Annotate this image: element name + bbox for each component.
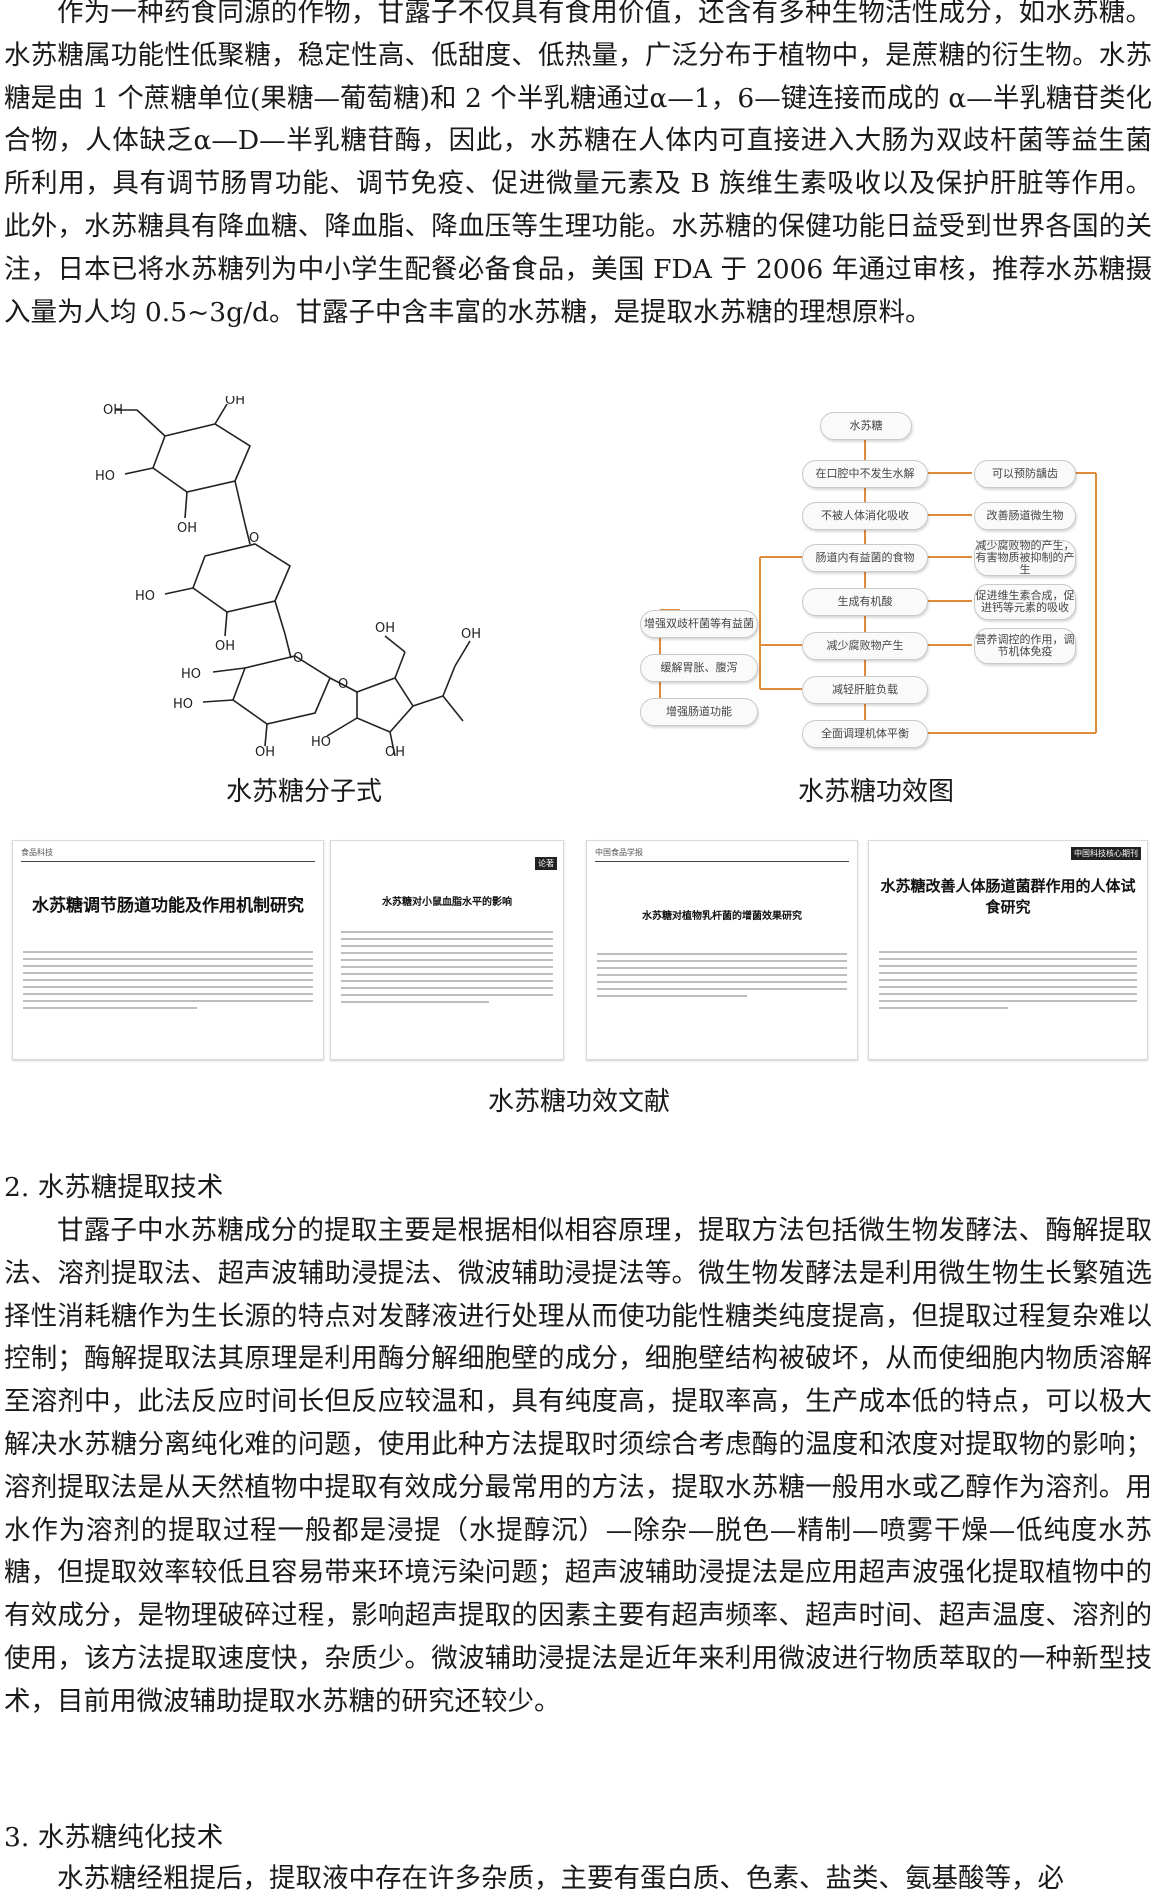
stachyose-effect-flowchart: 水苏糖 在口腔中不发生水解 不被人体消化吸收 肠道内有益菌的食物 生成有机酸 减…: [640, 410, 1110, 760]
o-label: O: [293, 651, 303, 666]
flow-node-1: 在口腔中不发生水解: [802, 460, 928, 488]
paper-thumbnail: 论著 水苏糖对小鼠血脂水平的影响: [330, 840, 564, 1060]
paper-thumbnail: 中国科技核心期刊 水苏糖改善人体肠道菌群作用的人体试食研究: [868, 840, 1148, 1060]
oh-label: OH: [461, 627, 481, 642]
flowchart-connectors: [659, 438, 1097, 734]
oh-label: OH: [375, 621, 395, 636]
flow-node-3: 肠道内有益菌的食物: [802, 544, 928, 572]
oh-label: OH: [103, 403, 123, 418]
paper-journal: 食品科技: [21, 847, 315, 862]
paper-text-lines: [879, 951, 1137, 1014]
paper-title: 水苏糖对植物乳杆菌的增菌效果研究: [642, 911, 802, 922]
flow-node-r3: 减少腐败物的产生，有害物质被抑制的产生: [974, 539, 1076, 576]
flow-node-6: 减轻肝脏负载: [802, 676, 928, 704]
flow-node-5: 减少腐败物产生: [802, 632, 928, 660]
paper-text-lines: [597, 953, 847, 1002]
oh-label: OH: [215, 639, 235, 654]
oh-label: OH: [385, 745, 405, 756]
ho-label: HO: [173, 697, 193, 712]
ho-label: HO: [135, 589, 155, 604]
flow-node-4: 生成有机酸: [802, 588, 928, 616]
flow-node-r4: 促进维生素合成，促进钙等元素的吸收: [974, 584, 1076, 620]
oh-label: OH: [177, 521, 197, 536]
paper-thumbnail: 食品科技 水苏糖调节肠道功能及作用机制研究: [12, 840, 324, 1060]
section2-heading: 2. 水苏糖提取技术: [4, 1172, 224, 1203]
flow-node-7: 全面调理机体平衡: [802, 720, 928, 748]
paper-journal: 中国科技核心期刊: [1071, 847, 1141, 860]
flow-caption: 水苏糖功效图: [798, 777, 955, 807]
section3-paragraph: 水苏糖经粗提后，提取液中存在许多杂质，主要有蛋白质、色素、盐类、氨基酸等，必: [57, 1863, 1064, 1894]
oh-label: OH: [255, 745, 275, 756]
section3-heading: 3. 水苏糖纯化技术: [4, 1822, 224, 1853]
ho-label: HO: [311, 735, 331, 750]
paper-text-lines: [341, 931, 553, 1008]
flow-node-root: 水苏糖: [820, 412, 912, 440]
paper-title: 水苏糖调节肠道功能及作用机制研究: [32, 896, 304, 916]
intro-paragraph: 作为一种药食同源的作物，甘露子不仅具有食用价值，还含有多种生物活性成分，如水苏糖…: [4, 0, 1152, 328]
flow-node-l3: 增强肠道功能: [640, 698, 758, 726]
paper-title: 水苏糖改善人体肠道菌群作用的人体试食研究: [880, 877, 1136, 916]
oh-label: OH: [225, 396, 245, 408]
o-label: O: [249, 531, 259, 546]
paper-text-lines: [23, 951, 313, 1014]
ho-label: HO: [95, 469, 115, 484]
flow-node-r5: 营养调控的作用，调节机体免疫: [974, 628, 1076, 664]
molecule-caption: 水苏糖分子式: [226, 777, 383, 807]
ho-label: HO: [181, 667, 201, 682]
flow-node-r2: 改善肠道微生物: [974, 502, 1076, 530]
flow-node-l1: 增强双歧杆菌等有益菌: [640, 610, 758, 638]
section2-paragraph: 甘露子中水苏糖成分的提取主要是根据相似相容原理，提取方法包括微生物发酵法、酶解提…: [4, 1215, 1152, 1717]
paper-title: 水苏糖对小鼠血脂水平的影响: [382, 897, 512, 908]
paper-thumbnail: 中国食品学报 水苏糖对植物乳杆菌的增菌效果研究: [586, 840, 858, 1060]
o-label: O: [338, 677, 348, 692]
flow-node-l2: 缓解胃胀、腹泻: [640, 654, 758, 682]
stachyose-molecule-diagram: OH OH HO OH O HO OH O HO HO OH O OH OH H…: [95, 396, 481, 756]
paper-journal: 中国食品学报: [595, 847, 849, 862]
papers-caption: 水苏糖功效文献: [488, 1087, 671, 1117]
paper-journal: 论著: [535, 857, 557, 870]
flow-node-r1: 可以预防龋齿: [974, 460, 1076, 488]
flow-node-2: 不被人体消化吸收: [802, 502, 928, 530]
